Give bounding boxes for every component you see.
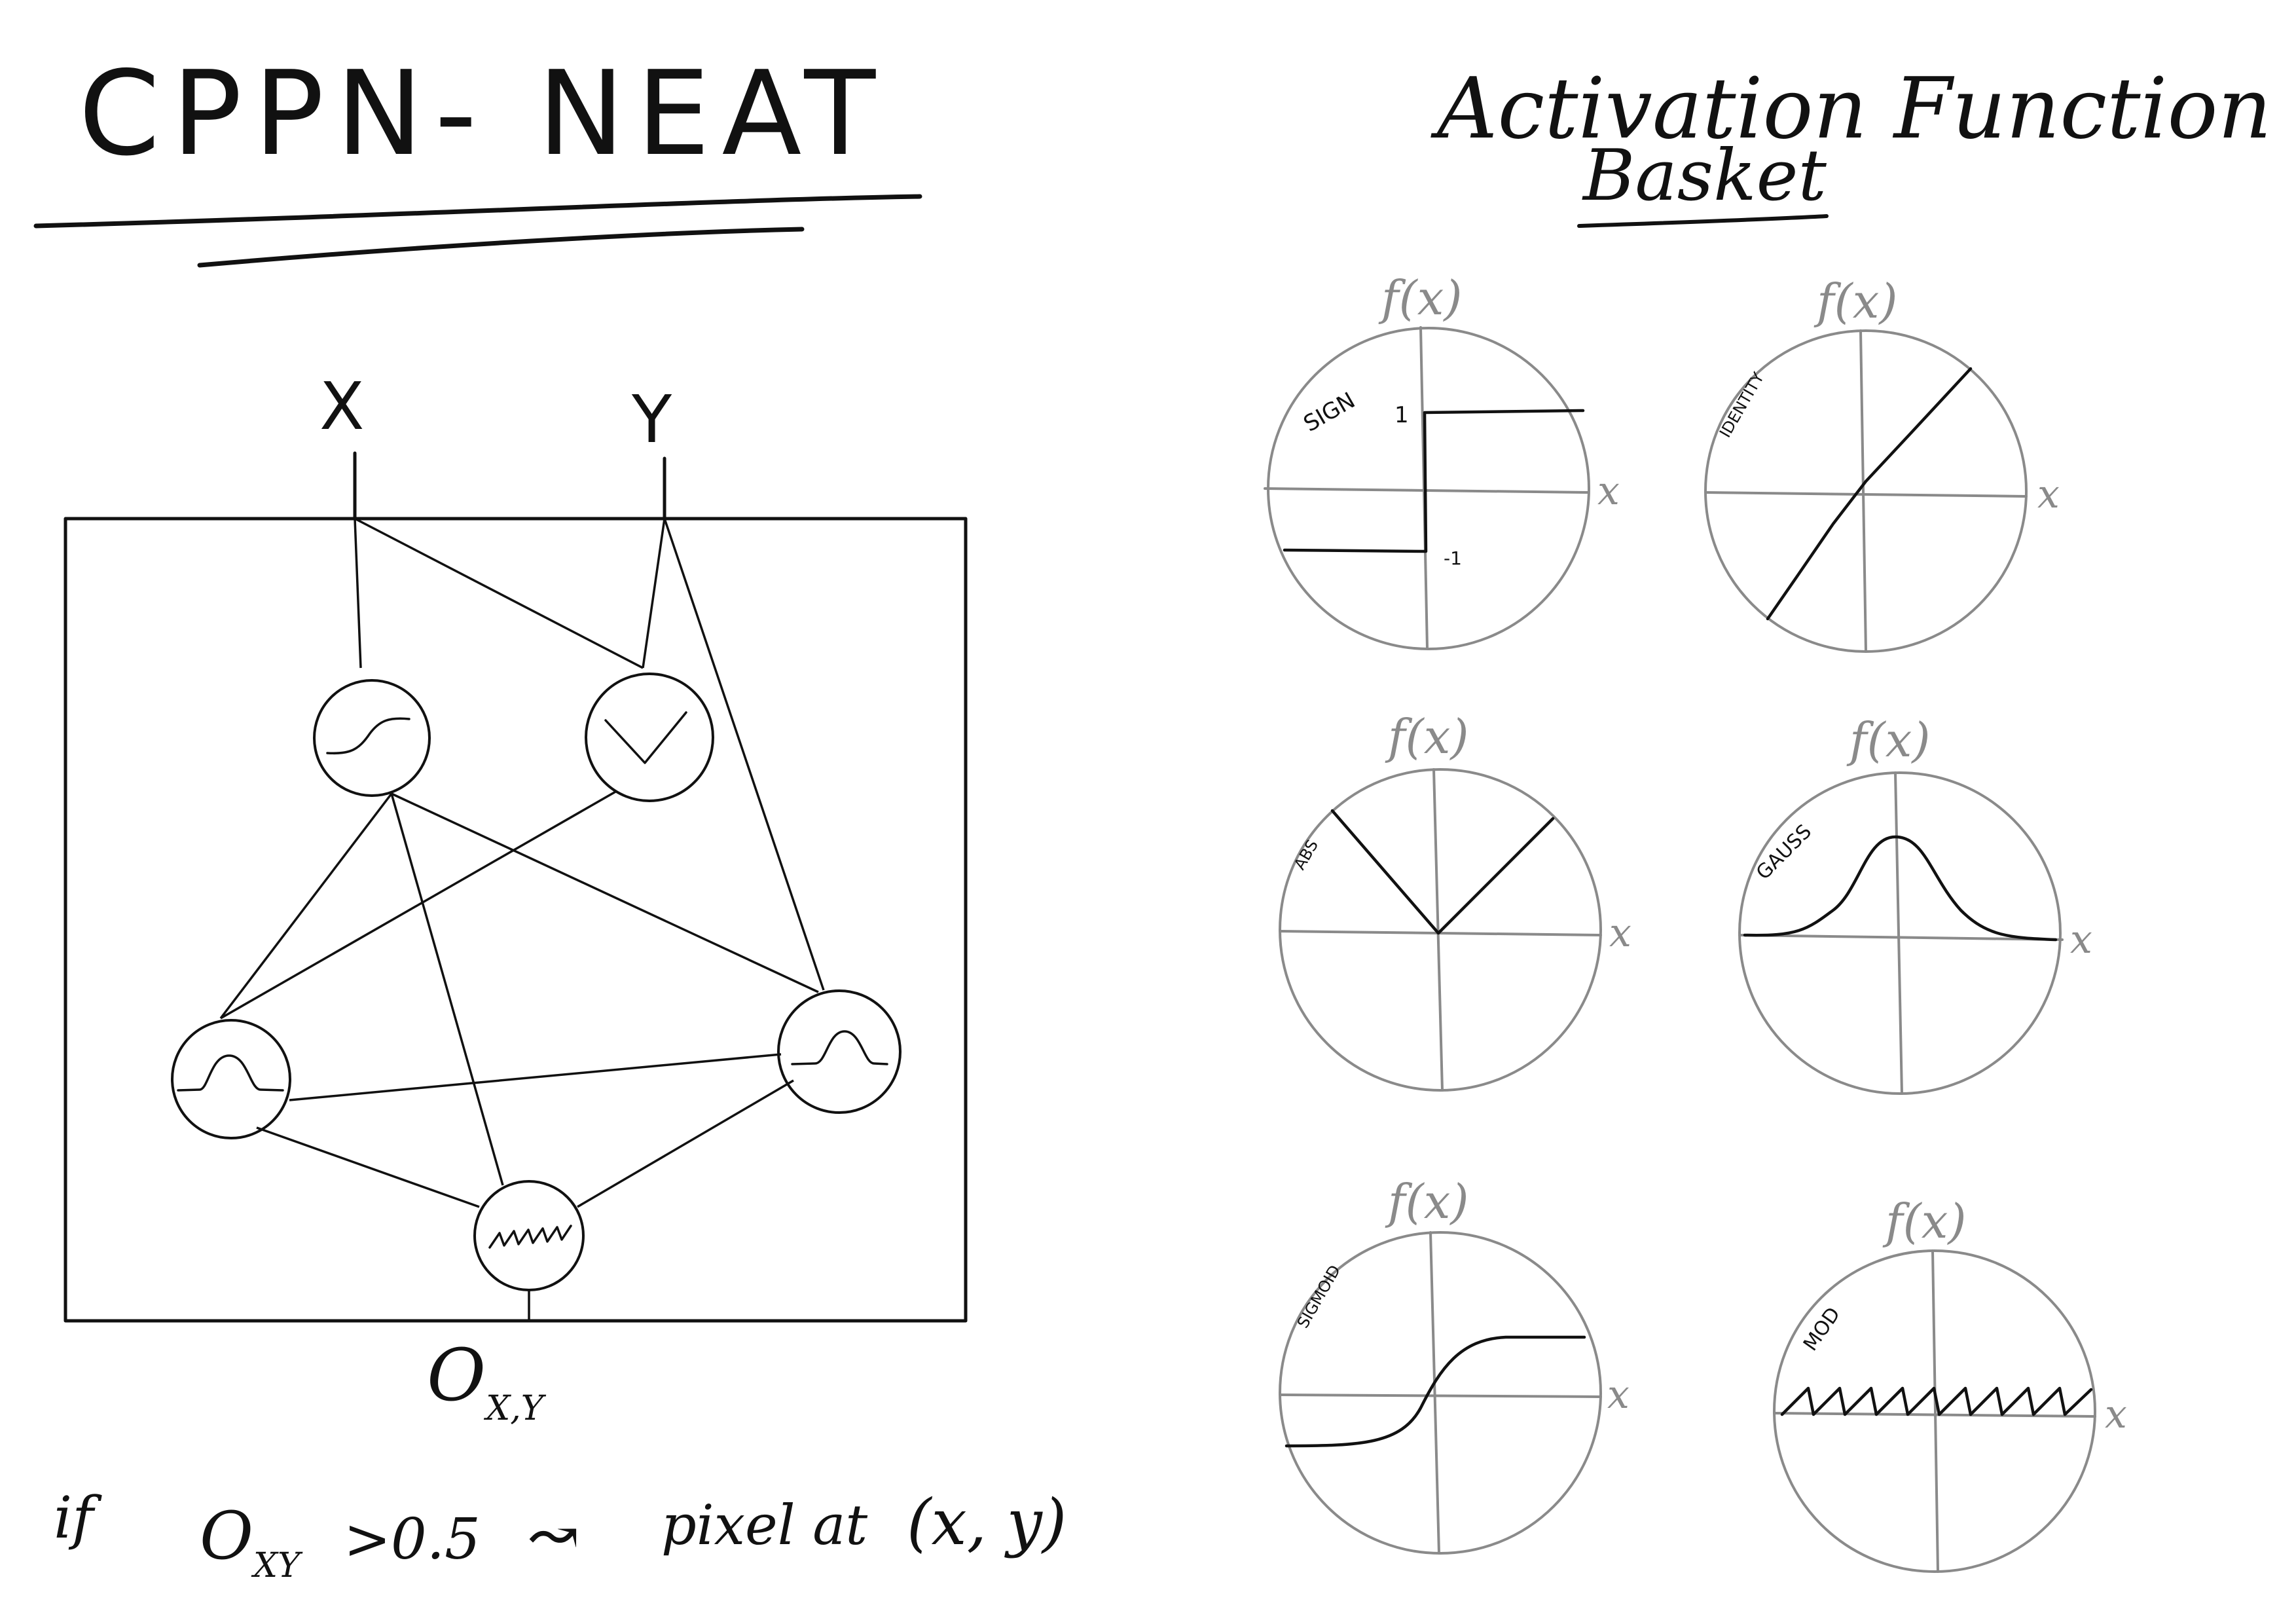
axis-x-label: x (1607, 1372, 1630, 1418)
input-y-label: Y (631, 381, 672, 458)
title-underline-bottom (197, 227, 805, 268)
basket-title: Activation Function (1430, 60, 2272, 158)
identity-curve (1766, 367, 1973, 621)
abs-icon (604, 711, 687, 764)
rule-coords: (x, y) (907, 1486, 1066, 1559)
sign-curve (1283, 409, 1585, 553)
rule-arrow: ↝ (527, 1499, 579, 1572)
rule-condition: >0.5 (344, 1507, 481, 1572)
activation-panel-gauss: f(x) x GAUSS (1738, 712, 2092, 1095)
activation-panel-sigmoid: f(x) x SIGMOID (1279, 1174, 1630, 1555)
rule-output: OXY (200, 1498, 303, 1585)
function-name-mod: MOD (1799, 1303, 1845, 1356)
function-name-sign: SIGN (1300, 387, 1360, 437)
axis-y-label: f(x) (1813, 274, 1897, 329)
connection-sigmoid-gauss-right (391, 792, 819, 993)
function-name-abs: ABS (1290, 837, 1322, 873)
activation-panel-identity: f(x) x IDENTITY (1704, 274, 2060, 653)
gauss-curve (1743, 835, 2058, 942)
sigmoid-node (313, 679, 431, 797)
sigmoid-curve (1285, 1335, 1586, 1448)
mod-node (473, 1180, 585, 1291)
axis-x-label: x (1597, 468, 1620, 514)
connection-gauss-left-gauss-right (289, 1053, 782, 1101)
function-name-sigmoid: SIGMOID (1294, 1262, 1344, 1331)
page-title: CPPN- NEAT (79, 46, 887, 181)
connection-sigmoid-gauss-left (219, 792, 393, 1020)
tick-label-low: -1 (1444, 547, 1462, 569)
gauss-node-right (777, 989, 902, 1114)
axis-x-label: x (2037, 471, 2060, 517)
sigmoid-icon (326, 717, 410, 755)
function-name-identity: IDENTITY (1716, 369, 1768, 441)
axis-y-label: f(x) (1882, 1194, 1966, 1249)
axis-y-label: f(x) (1846, 712, 1930, 767)
axis-x-label: x (1609, 910, 1631, 956)
connection-gauss-left-mod (256, 1126, 480, 1208)
mod-curve (1780, 1386, 2093, 1416)
axis-x-label: x (2105, 1392, 2127, 1437)
connection-x-sigmoid (354, 518, 362, 669)
gauss-icon (791, 1030, 888, 1065)
basket-subtitle-underline (1577, 214, 1829, 228)
rule-result: pixel at (661, 1493, 867, 1557)
axis-y-label: f(x) (1378, 270, 1462, 325)
tick-label-high: 1 (1394, 402, 1409, 428)
basket-subtitle: Basket (1582, 135, 1827, 217)
output-label: OX,Y (427, 1333, 547, 1428)
connection-x-abs (354, 517, 644, 669)
abs-curve (1330, 809, 1555, 935)
activation-panel-mod: f(x) x MOD (1773, 1194, 2127, 1573)
gauss-node-left (171, 1019, 291, 1139)
connection-sigmoid-mod (390, 793, 504, 1186)
connection-y-gauss-right (663, 518, 825, 991)
axis-y-label: f(x) (1385, 709, 1468, 764)
activation-panel-abs: f(x) x ABS (1279, 709, 1631, 1092)
axis-y-label: f(x) (1385, 1174, 1468, 1229)
connection-gauss-right-mod (577, 1079, 794, 1208)
rule-if: if (54, 1484, 102, 1551)
title-underline-top (33, 194, 922, 229)
sawtooth-icon (488, 1225, 572, 1249)
abs-node (585, 673, 714, 802)
input-x-label: X (319, 368, 365, 445)
activation-panel-sign: f(x) x SIGN 1 -1 (1264, 270, 1620, 650)
gauss-icon (177, 1054, 284, 1092)
axis-x-label: x (2070, 917, 2092, 963)
network-box (64, 517, 968, 1323)
network-connections (219, 517, 825, 1321)
connection-abs-gauss-left (220, 790, 617, 1020)
connection-y-abs (642, 518, 666, 669)
